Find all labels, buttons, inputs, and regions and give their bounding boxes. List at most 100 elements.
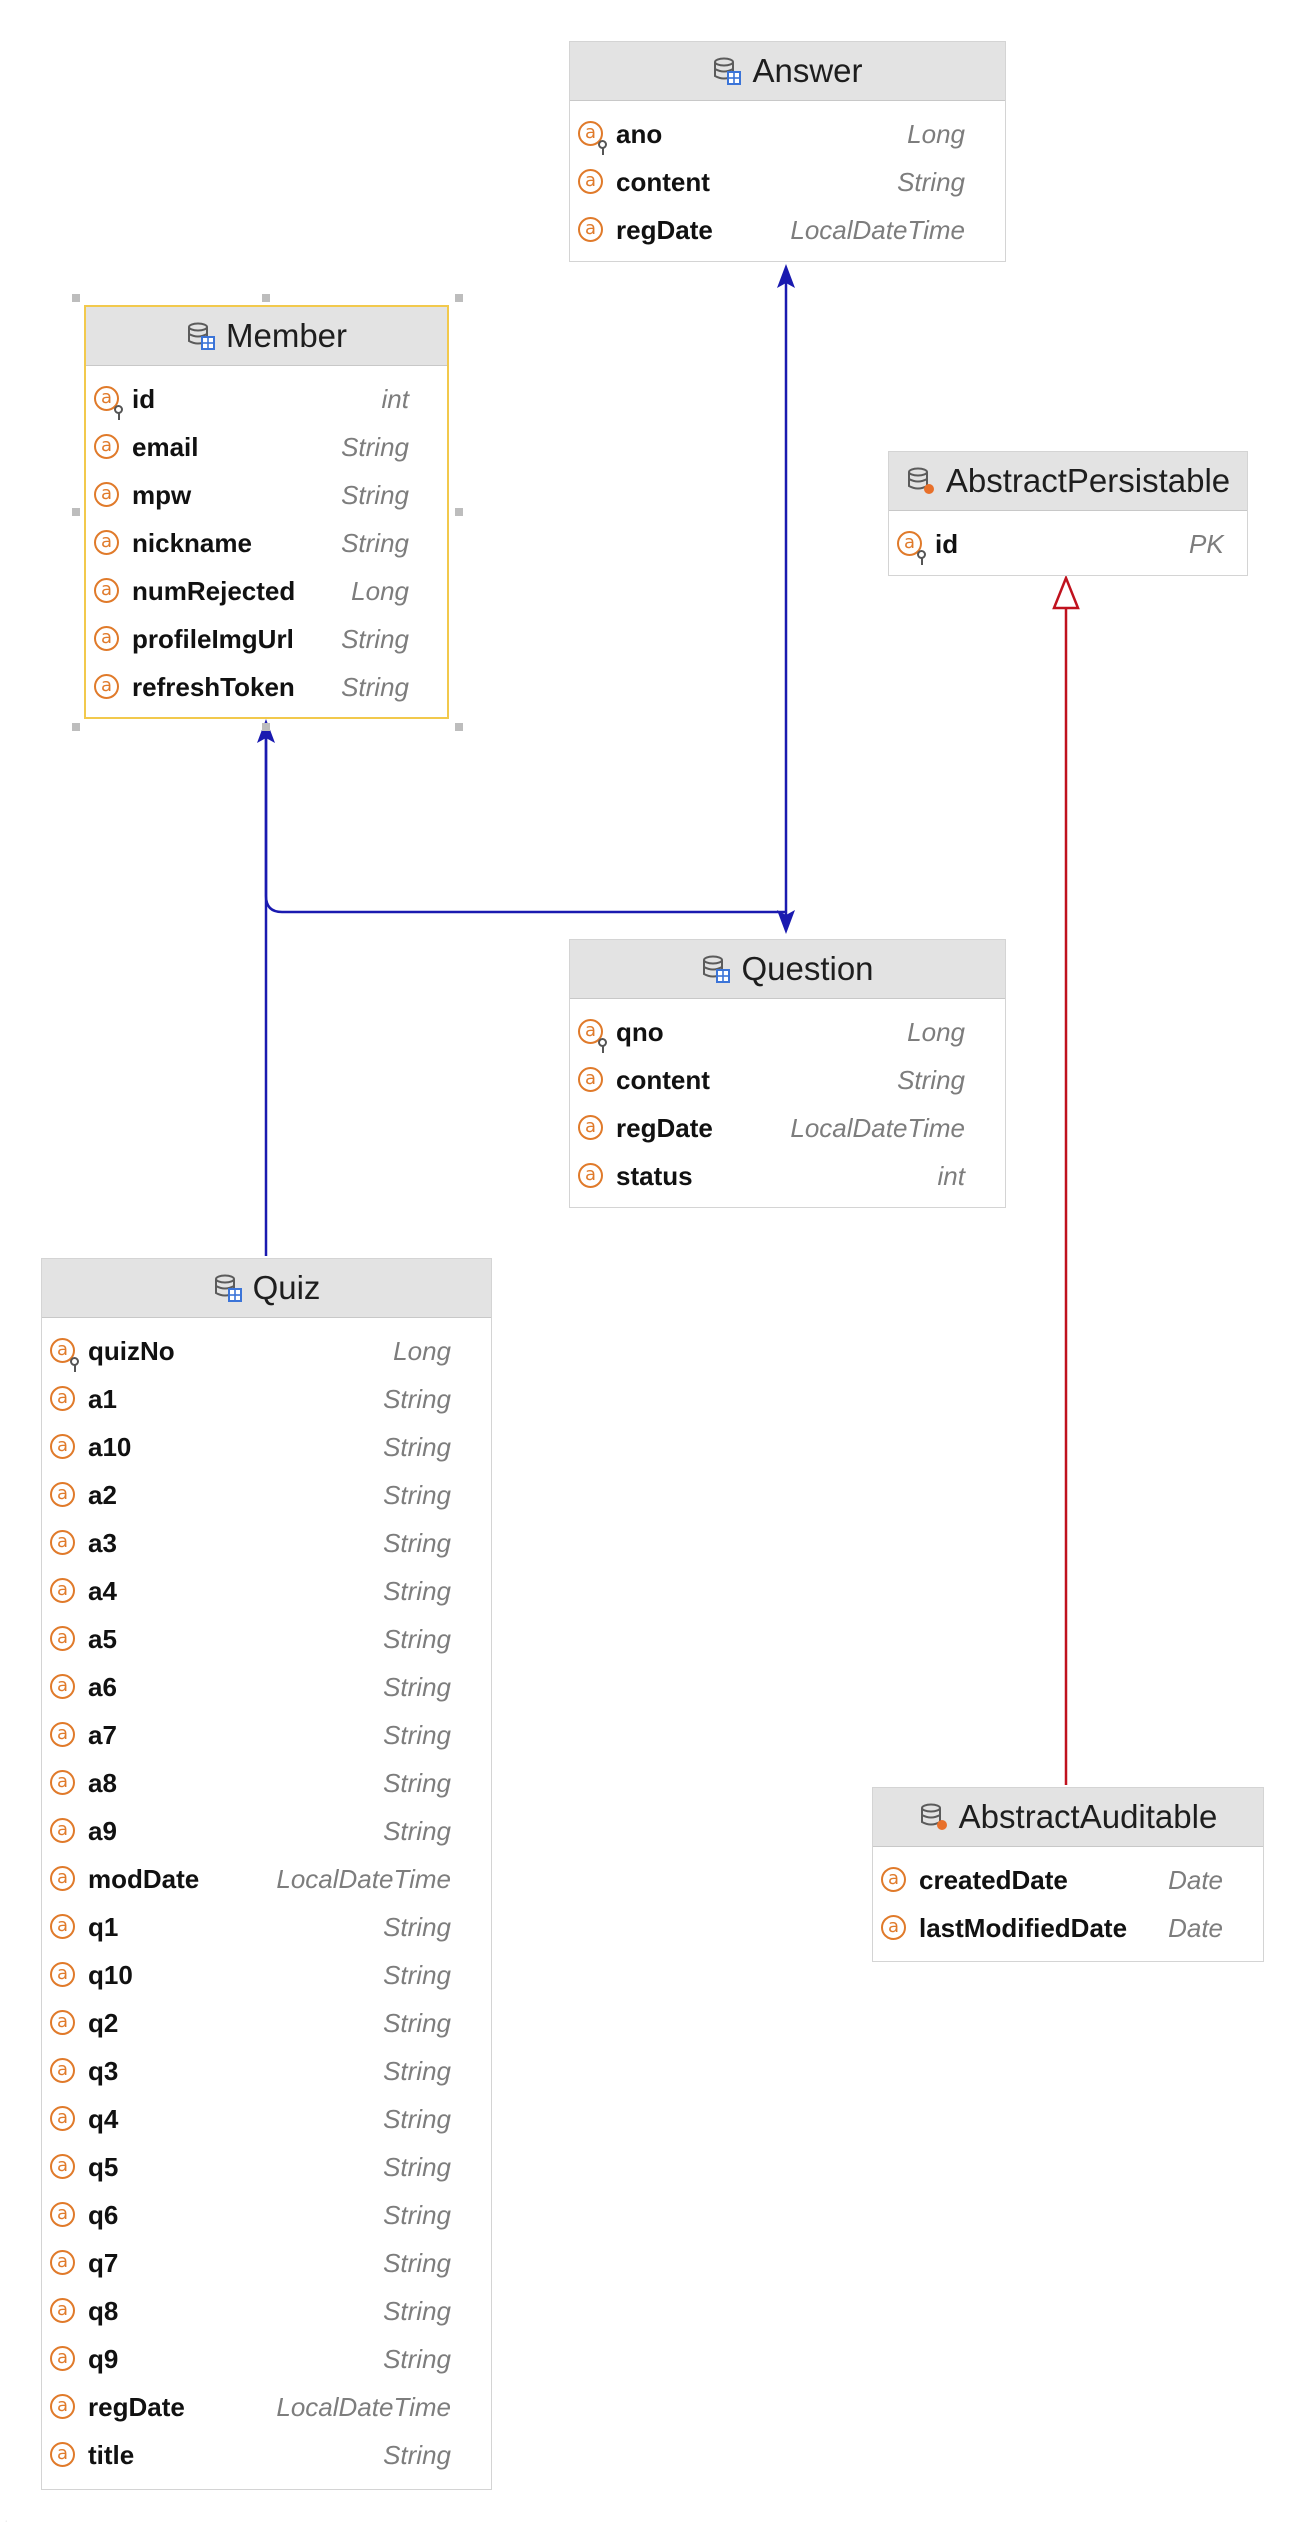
field-type: String: [383, 2295, 451, 2326]
selection-handle[interactable]: [72, 294, 80, 302]
key-icon: [70, 1357, 79, 1372]
field-icon: a: [50, 2010, 75, 2035]
field-icon: a: [50, 1866, 75, 1891]
field-type: String: [341, 527, 409, 558]
selection-handle[interactable]: [455, 723, 463, 731]
table-icon: [703, 955, 731, 983]
field-name: quizNo: [88, 1335, 175, 1366]
field-name: title: [88, 2439, 135, 2470]
primary-key-field-icon: a: [897, 531, 926, 565]
field-type: LocalDateTime: [276, 1863, 451, 1894]
field-name: q8: [88, 2295, 119, 2326]
field-type: String: [383, 2055, 451, 2086]
selection-handle[interactable]: [455, 294, 463, 302]
field-type: int: [937, 1160, 965, 1191]
field-name: a3: [88, 1527, 117, 1558]
member-arrowhead: [257, 719, 275, 743]
entity-header[interactable]: AbstractAuditable: [873, 1788, 1263, 1847]
entity-title: AbstractAuditable: [958, 1798, 1218, 1835]
field-type: LocalDateTime: [276, 2391, 451, 2422]
field-name: a7: [88, 1719, 117, 1750]
selection-handle[interactable]: [262, 723, 270, 731]
field-icon: a: [50, 1626, 75, 1651]
field-icon: a: [50, 1914, 75, 1939]
field-type: String: [383, 1815, 451, 1846]
entity-header[interactable]: Quiz: [42, 1259, 491, 1318]
field-type: String: [383, 1431, 451, 1462]
entity-header[interactable]: AbstractPersistable: [889, 452, 1247, 511]
selection-handle[interactable]: [72, 508, 80, 516]
entity-header[interactable]: Answer: [570, 42, 1005, 101]
field-type: String: [383, 1527, 451, 1558]
field-name: content: [616, 1064, 710, 1095]
field-name: nickname: [132, 527, 252, 558]
field-icon: a: [50, 2394, 75, 2419]
field-icon: a: [50, 1386, 75, 1411]
question-member-link[interactable]: [264, 724, 786, 914]
entity-title: Member: [225, 317, 348, 354]
entity-header[interactable]: Question: [570, 940, 1005, 999]
selection-handle[interactable]: [72, 723, 80, 731]
field-name: q2: [88, 2007, 119, 2038]
entity-header[interactable]: Member: [86, 307, 447, 366]
field-name: regDate: [616, 214, 713, 245]
field-name: regDate: [616, 1112, 713, 1143]
key-icon: [598, 1038, 607, 1053]
selection-handle[interactable]: [262, 294, 270, 302]
field-icon: a: [94, 674, 119, 699]
selection-handle[interactable]: [455, 508, 463, 516]
field-type: String: [383, 1767, 451, 1798]
field-icon: a: [578, 1115, 603, 1140]
field-name: profileImgUrl: [132, 623, 294, 654]
field-icon: a: [578, 169, 603, 194]
field-icon: a: [881, 1867, 906, 1892]
